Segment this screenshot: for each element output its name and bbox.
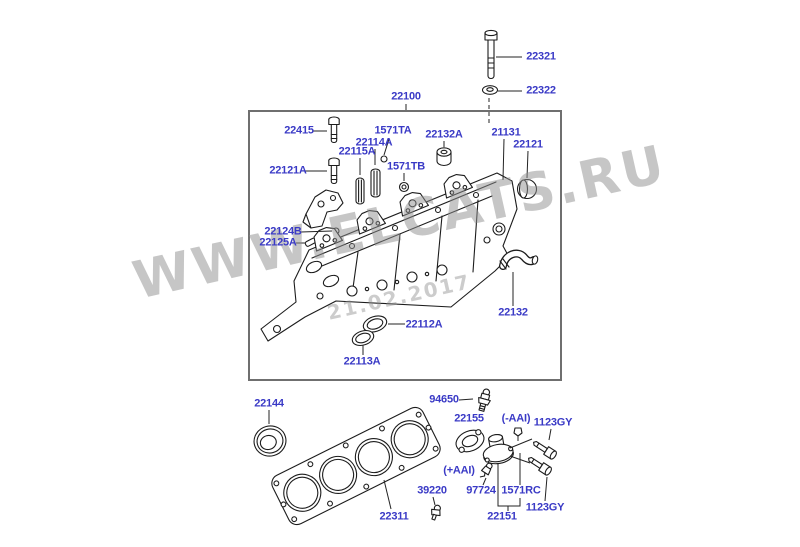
note-plus-aai: (+AAI) [443, 464, 475, 477]
leader-lines [268, 56, 552, 511]
part-label-22132[interactable]: 22132 [498, 306, 528, 319]
note-minus-aai: (-AAI) [501, 412, 531, 425]
part-label-22121A[interactable]: 22121A [269, 164, 307, 177]
dowel-1571TA-drawing [380, 155, 388, 163]
part-label-22100[interactable]: 22100 [391, 90, 421, 103]
part-label-1123GY-bottom[interactable]: 1123GY [525, 501, 565, 514]
sensor-94650-drawing [478, 388, 491, 412]
washer-22322-drawing [481, 85, 499, 95]
water-outlet-22151-drawing [482, 434, 514, 465]
part-label-94650[interactable]: 94650 [429, 393, 459, 406]
part-label-22132A[interactable]: 22132A [425, 128, 463, 141]
plug-22132A-drawing [436, 147, 452, 167]
seal-22144-drawing [253, 425, 287, 457]
part-label-22144[interactable]: 22144 [254, 397, 284, 410]
valve-guide-22114A-drawing [370, 168, 381, 198]
seal-22112A-drawing [362, 315, 388, 333]
part-label-22113A[interactable]: 22113A [343, 355, 381, 368]
part-label-97724[interactable]: 97724 [466, 484, 496, 497]
part-label-22115A[interactable]: 22115A [338, 145, 376, 158]
part-label-21131[interactable]: 21131 [491, 126, 521, 139]
part-label-1571TA[interactable]: 1571TA [374, 124, 412, 137]
part-label-22124B[interactable]: 22124B [264, 225, 302, 238]
sensor-39220-drawing [431, 504, 441, 521]
head-gasket-22311-drawing [271, 406, 441, 526]
part-label-1571RC[interactable]: 1571RC [501, 484, 541, 497]
bolt-22321-drawing [484, 29, 498, 79]
part-label-22112A[interactable]: 22112A [405, 318, 443, 331]
part-label-22322[interactable]: 22322 [526, 84, 556, 97]
cylinder-head-drawing [260, 172, 518, 342]
part-label-22121[interactable]: 22121 [513, 138, 543, 151]
part-label-1571TB[interactable]: 1571TB [387, 160, 425, 173]
part-label-22311[interactable]: 22311 [379, 510, 409, 523]
bolt-1123GY-a-drawing [530, 437, 559, 461]
gasket-22155-drawing [455, 429, 485, 453]
plug-22121-drawing [516, 178, 538, 200]
sensor-97724-drawing [479, 462, 493, 478]
seat-1571TB-drawing [398, 181, 410, 193]
clip-drawing [513, 427, 523, 437]
bracket-drawing [302, 189, 344, 229]
part-label-22155[interactable]: 22155 [454, 412, 484, 425]
part-label-1123GY-top[interactable]: 1123GY [533, 416, 573, 429]
part-label-39220[interactable]: 39220 [417, 484, 447, 497]
seal-22113A-drawing [351, 329, 375, 347]
part-label-22415[interactable]: 22415 [284, 124, 314, 137]
part-label-22151[interactable]: 22151 [487, 510, 517, 523]
part-label-22114A[interactable]: 22114A [355, 136, 393, 149]
part-label-22125A[interactable]: 22125A [259, 236, 297, 249]
hose-22132-drawing [499, 249, 539, 270]
diagram-frame [248, 110, 562, 381]
part-label-22321[interactable]: 22321 [526, 50, 556, 63]
valve-guide-22115A-drawing [355, 177, 365, 205]
